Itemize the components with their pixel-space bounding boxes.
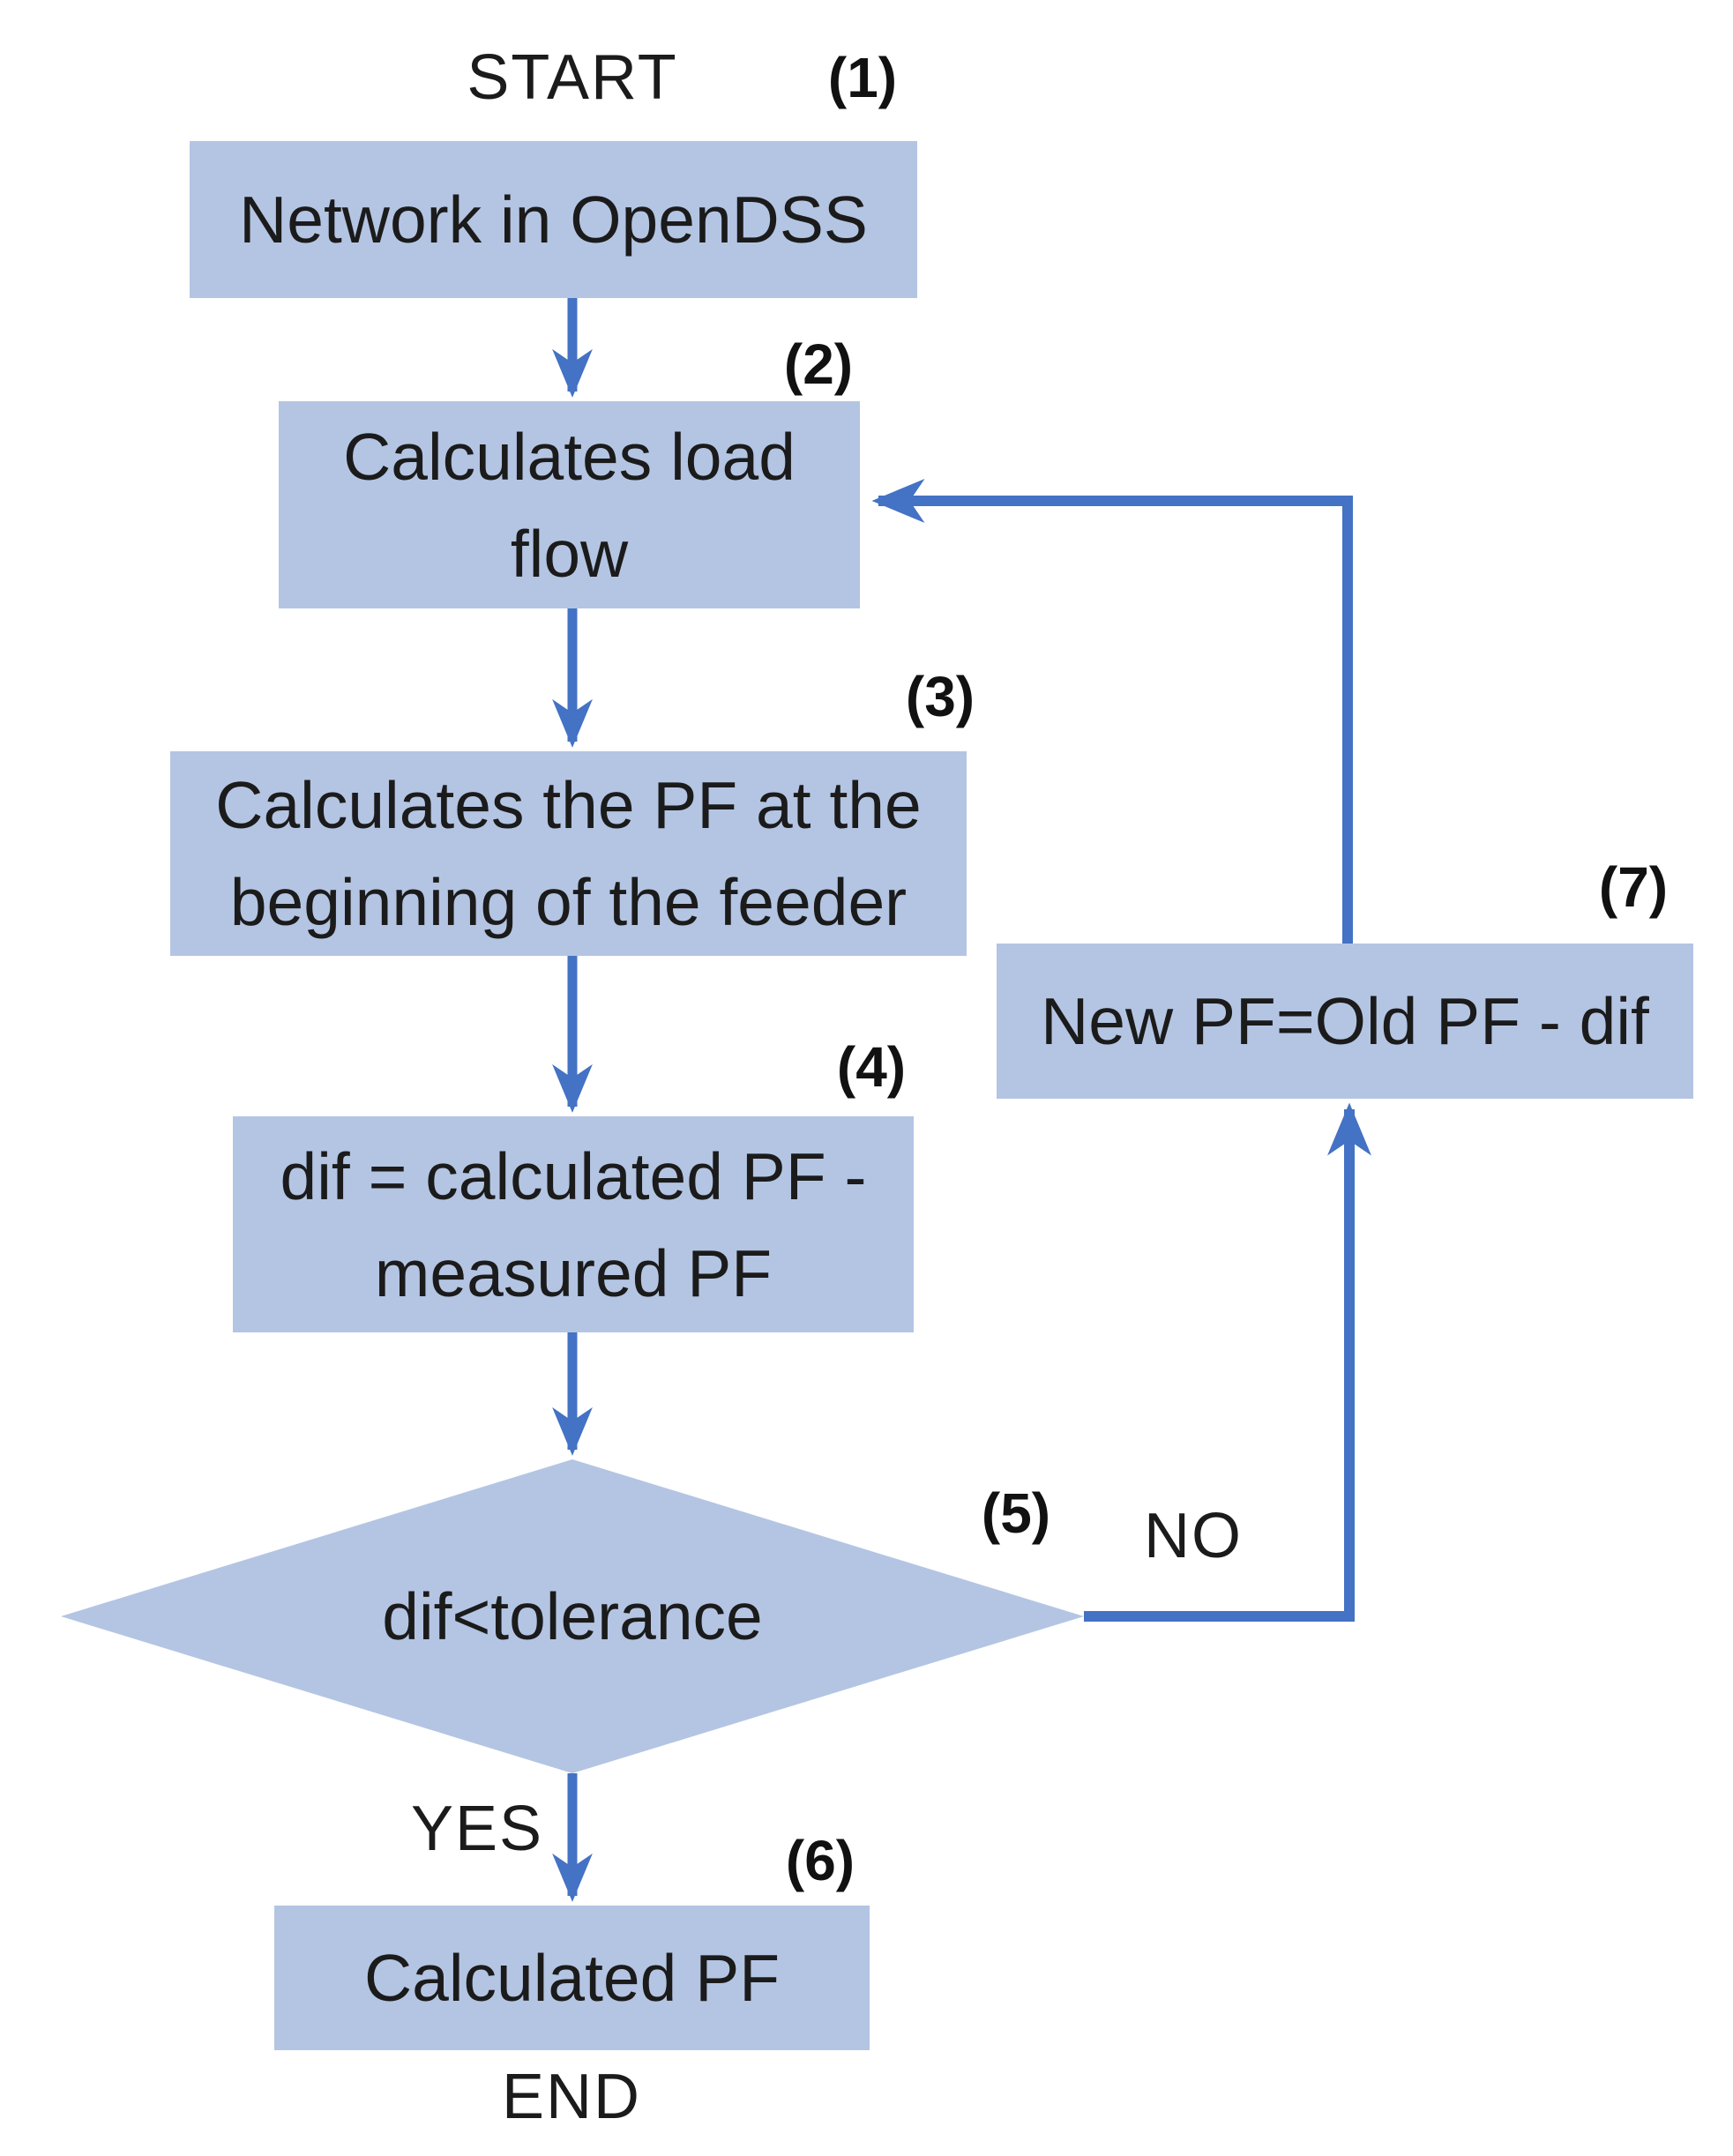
end-label: END [501,2062,642,2132]
no-branch-label: NO [1144,1501,1243,1571]
step-tag-6: (6) [785,1829,855,1892]
flow-box-text: New PF=Old PF - dif [1041,984,1649,1058]
arrow-decision-no-to-newpf [1084,1102,1371,1622]
step-tag-7: (7) [1598,855,1669,919]
step-tag-3: (3) [905,665,975,728]
flow-box-text: Calculates load [343,419,796,494]
flow-box-calculates-load-flow: Calculates load flow [279,401,860,608]
flow-box-text: flow [510,516,629,591]
flow-box-calculated-pf: Calculated PF [274,1906,870,2050]
flow-box-network-in-opendss: Network in OpenDSS [190,141,917,298]
start-label: START [467,42,678,113]
arrow-newpf-to-loadflow [871,479,1353,944]
step-tag-1: (1) [827,46,898,109]
flow-box-text: dif = calculated PF - [280,1138,867,1213]
flow-box-text: measured PF [374,1235,773,1310]
flow-box-text: Network in OpenDSS [239,183,868,257]
flow-box-text: beginning of the feeder [229,865,908,939]
decision-label: dif<tolerance [382,1579,763,1653]
decision-diamond [61,1459,1084,1773]
step-tag-5: (5) [981,1481,1051,1545]
flow-box-calculates-pf-feeder: Calculates the PF at the beginning of th… [170,751,967,956]
flow-box-dif-equation: dif = calculated PF - measured PF [233,1116,914,1332]
yes-branch-label: YES [410,1794,544,1864]
flow-box-new-pf: New PF=Old PF - dif [997,944,1693,1099]
flow-box-text: Calculates the PF at the [215,768,922,842]
step-tag-4: (4) [836,1035,907,1099]
step-tag-2: (2) [783,332,854,396]
flow-box-text: Calculated PF [363,1941,781,2015]
